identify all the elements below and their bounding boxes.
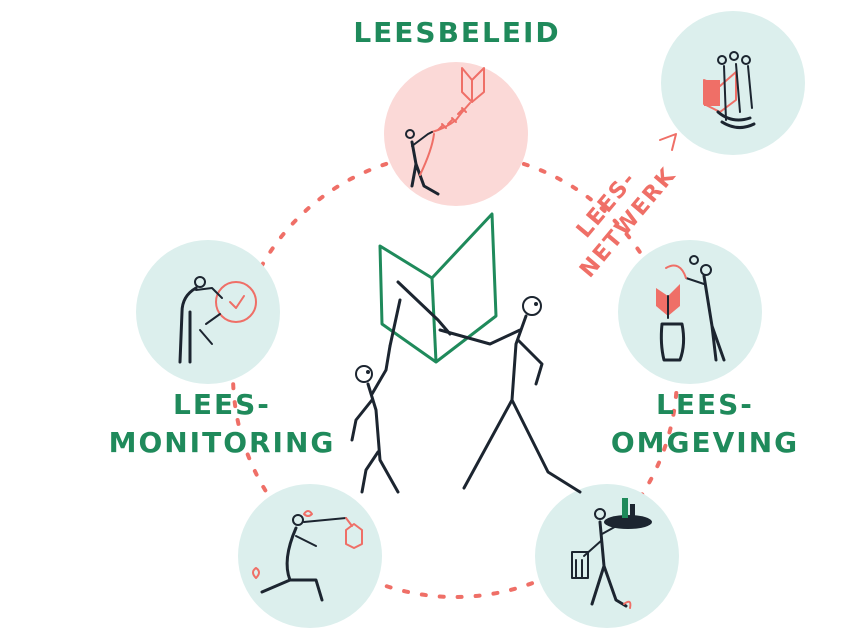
leesmonitoring-label-line2: MONITORING — [109, 426, 336, 459]
runner-book-icon — [252, 510, 363, 602]
center-illustration — [350, 212, 582, 494]
leesbeleid-label: LEESBELEID — [353, 16, 560, 49]
leesomgeving-label-line2: OMGEVING — [611, 426, 799, 459]
waiter-book-icon — [571, 498, 652, 609]
leesomgeving-circle — [618, 240, 762, 384]
bottom-right-circle — [535, 484, 679, 628]
small-figure — [350, 344, 400, 494]
leesbeleid-circle — [384, 62, 528, 206]
bottom-left-circle — [238, 484, 382, 628]
leesmonitoring-node — [136, 240, 280, 384]
leesmonitoring-circle — [136, 240, 280, 384]
bottom-left-node — [238, 484, 382, 628]
leesomgeving-node — [618, 240, 762, 384]
network-readers-icon — [703, 51, 756, 129]
leesmonitoring-label-line1: LEES- — [173, 388, 271, 421]
tall-figure — [438, 296, 582, 494]
leesbeleid-node — [384, 62, 528, 206]
leesomgeving-label-line1: LEES- — [656, 388, 754, 421]
leesnetwerk-circle — [661, 11, 805, 155]
leesnetwerk-node — [661, 11, 805, 155]
kite-reader-icon — [405, 67, 485, 196]
network-arrow-icon — [659, 133, 677, 151]
plant-book-icon — [656, 255, 726, 362]
bottom-right-node — [535, 484, 679, 628]
clock-monitor-icon — [178, 276, 257, 364]
